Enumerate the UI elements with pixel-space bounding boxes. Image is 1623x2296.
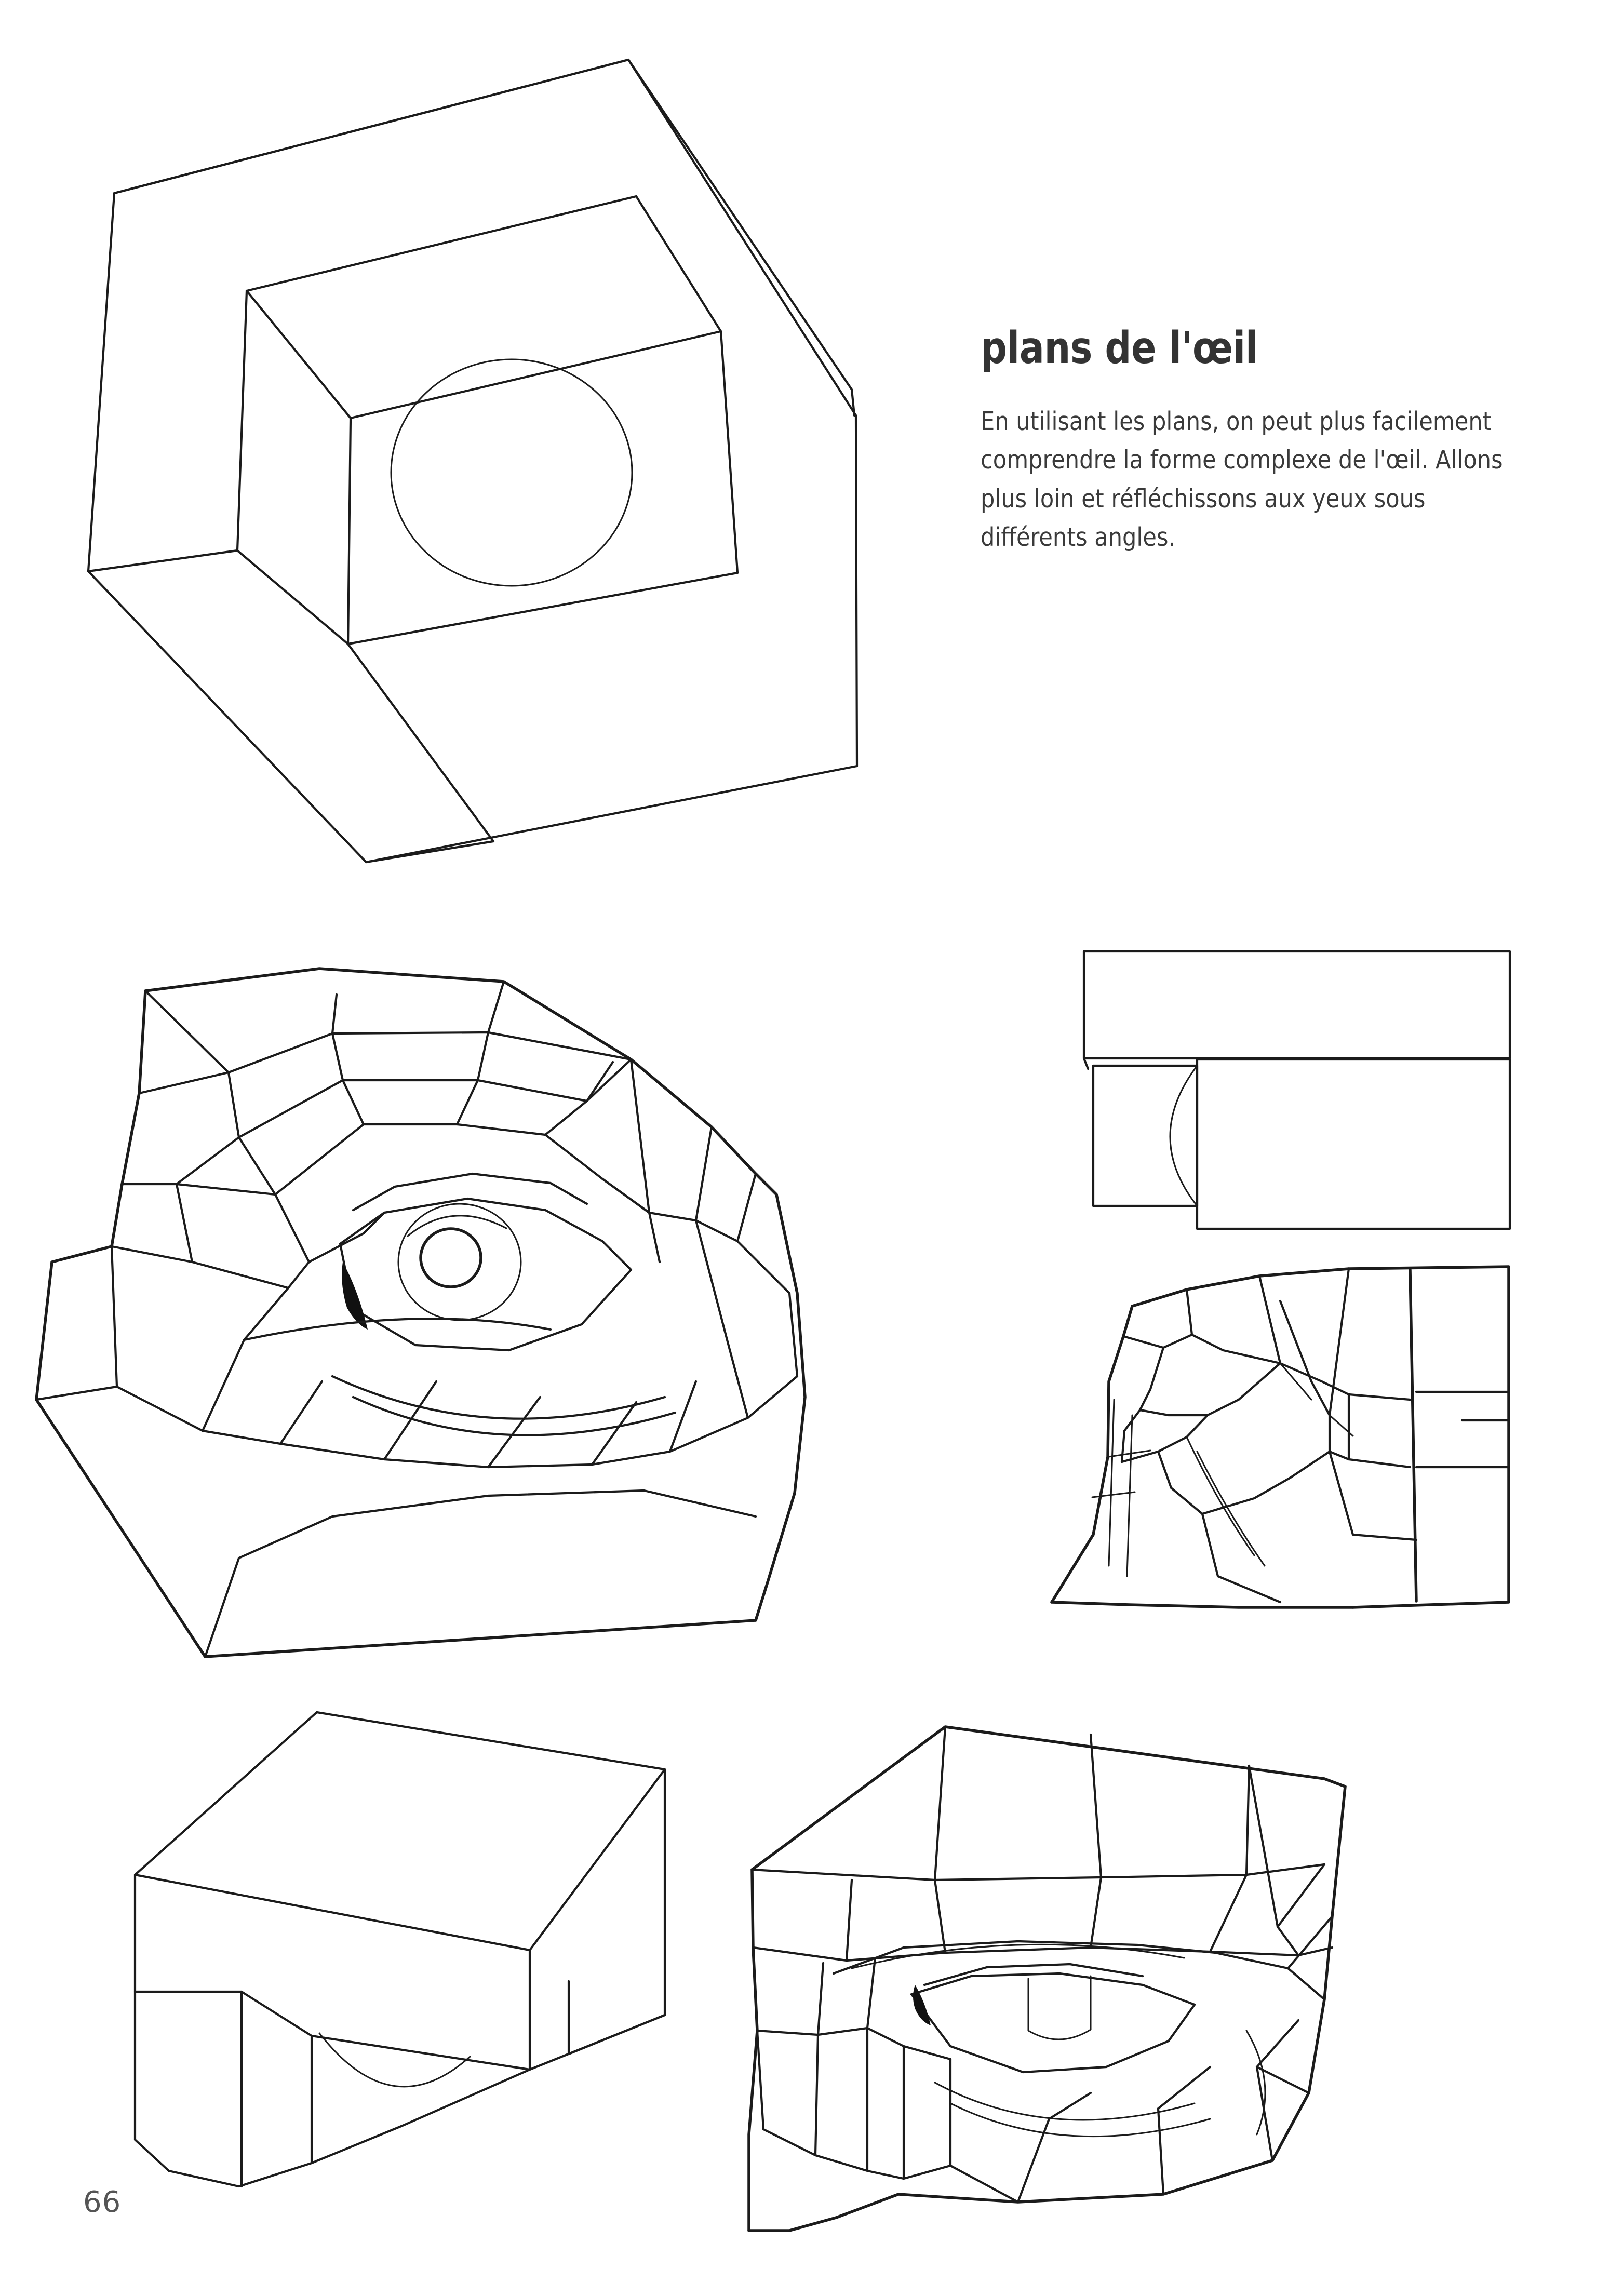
figure-eye-socket-block-side-view bbox=[1041, 930, 1618, 1246]
page-title: plans de l'œil bbox=[981, 323, 1258, 374]
article-body-paragraph: En utilisant les plans, on peut plus fac… bbox=[981, 407, 1503, 553]
figure-eye-socket-block-three-quarter bbox=[78, 31, 992, 945]
page-number: 66 bbox=[83, 2185, 122, 2219]
figure-faceted-eye-front-three-quarter bbox=[21, 930, 1008, 1672]
figure-faceted-eye-three-quarter-low-angle bbox=[727, 1636, 1361, 2295]
figure-faceted-eye-profile-view bbox=[1031, 1244, 1618, 1613]
figure-eye-socket-block-low-angle bbox=[112, 1670, 683, 2194]
article-text-column: plans de l'œil En utilisant les plans, o… bbox=[981, 326, 1536, 557]
